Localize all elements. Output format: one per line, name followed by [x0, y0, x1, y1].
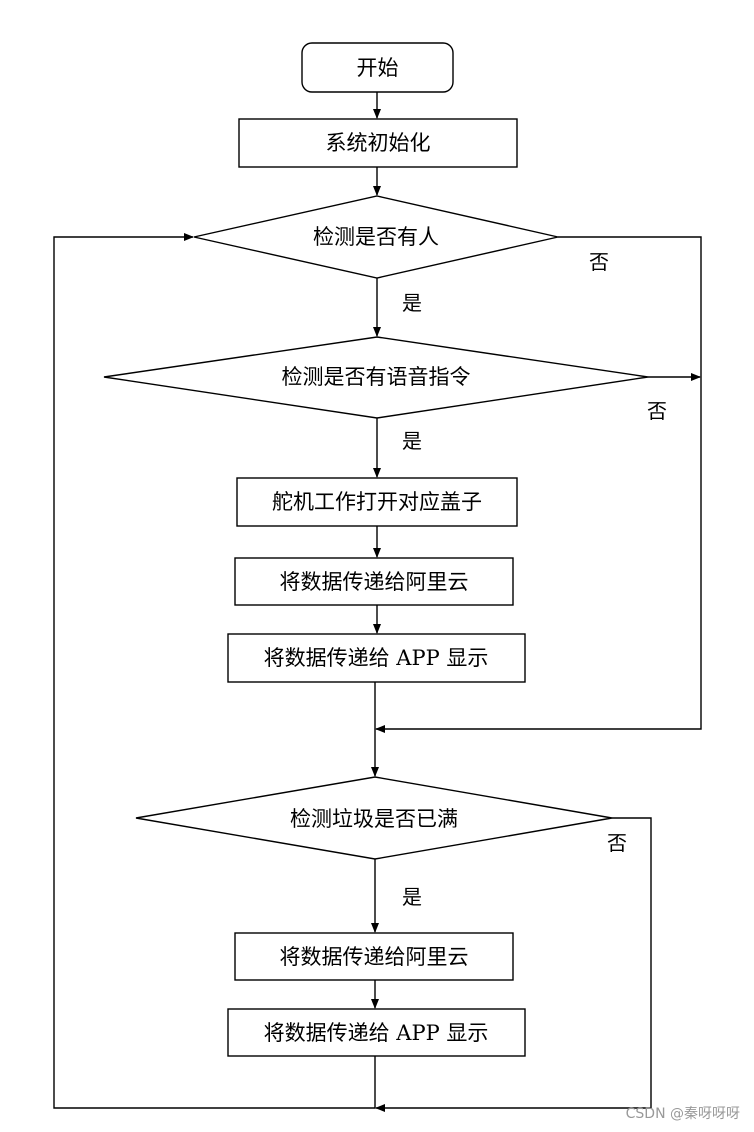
detect-full-label: 检测垃圾是否已满	[290, 807, 458, 831]
arrow-full-no	[375, 817, 652, 1112]
start-label: 开始	[357, 56, 399, 80]
edge-label-full-yes: 是	[402, 885, 422, 909]
send-app-process-2	[227, 1008, 526, 1057]
detect-voice-label: 检测是否有语音指令	[282, 365, 471, 389]
arrow-person-no	[375, 236, 702, 733]
detect-person-label: 检测是否有人	[313, 225, 439, 249]
send-cloud-process-2	[234, 932, 514, 981]
edge-label-voice-no: 否	[647, 399, 667, 423]
edge-label-person-yes: 是	[402, 291, 422, 315]
send-cloud-label-2: 将数据传递给阿里云	[280, 945, 469, 969]
arrow-loop-back	[53, 233, 376, 1109]
send-cloud-label-1: 将数据传递给阿里云	[280, 570, 469, 594]
edge-label-person-no: 否	[589, 250, 609, 274]
send-app-label-2: 将数据传递给 APP 显示	[264, 1021, 489, 1045]
edge-label-voice-yes: 是	[402, 429, 422, 453]
edge-label-full-no: 否	[607, 831, 627, 855]
send-cloud-process-1	[234, 557, 514, 606]
init-label: 系统初始化	[326, 131, 431, 155]
send-app-process-1	[227, 633, 526, 683]
send-app-label-1: 将数据传递给 APP 显示	[264, 646, 489, 670]
init-process	[238, 118, 518, 168]
watermark: CSDN @秦呀呀呀	[626, 1106, 740, 1122]
servo-label: 舵机工作打开对应盖子	[272, 490, 482, 514]
